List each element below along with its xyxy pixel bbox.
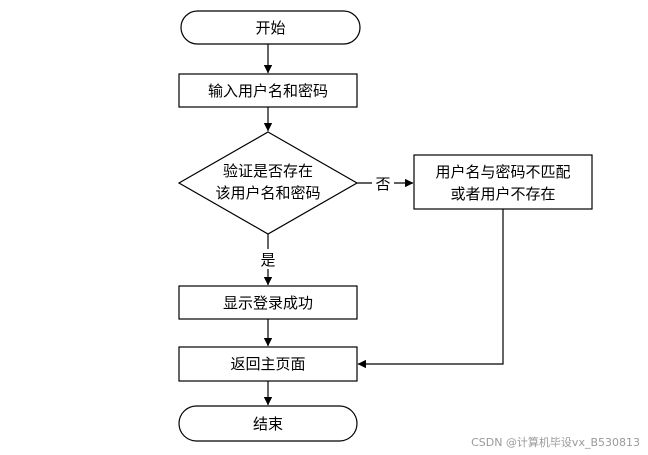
edge-no-label: 否 [375,175,390,193]
error-process [413,154,593,210]
return-home-label: 返回主页面 [230,355,305,373]
start-label: 开始 [255,19,285,37]
input-label: 输入用户名和密码 [208,82,328,100]
decision-label-line2: 该用户名和密码 [215,184,320,202]
end-label: 结束 [253,415,283,433]
success-process [178,285,358,320]
edge-yes-label: 是 [260,251,275,269]
end-terminator [178,405,358,442]
return-home-process [178,346,358,382]
decision-diamond [177,131,359,235]
edge-yes-label-bg [256,249,280,269]
csdn-watermark: CSDN @计算机毕设vx_B530813 [471,435,640,449]
error-label-line1: 用户名与密码不匹配 [435,163,570,181]
edge-error-to-return [357,209,504,369]
decision-label-line1: 验证是否存在 [223,162,313,180]
success-label: 显示登录成功 [223,294,313,312]
edge-no-label-bg [372,173,394,193]
input-process [178,73,358,108]
start-terminator [180,10,361,45]
error-label-line2: 或者用户不存在 [450,185,555,203]
